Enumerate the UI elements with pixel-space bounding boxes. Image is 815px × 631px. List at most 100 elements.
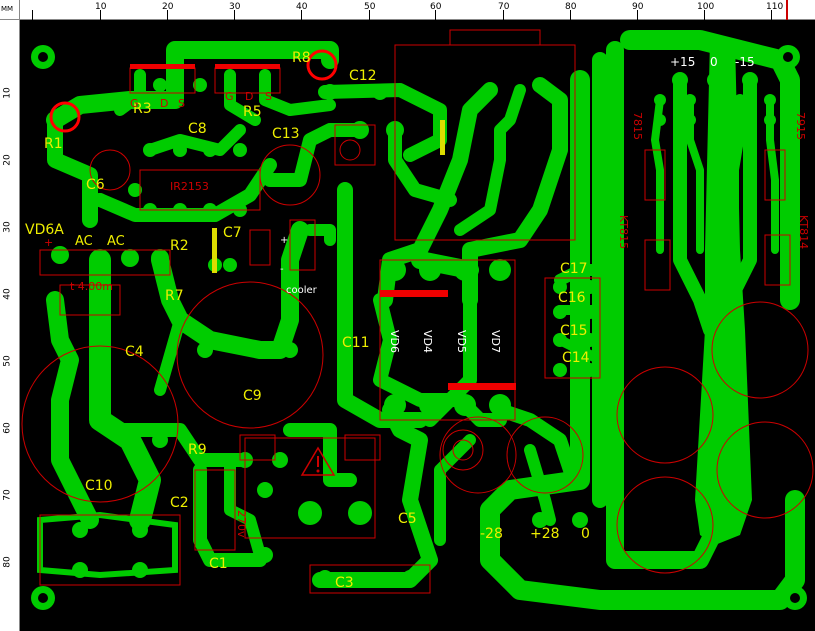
ruler-label-50: 50 <box>364 2 376 12</box>
ruler-label-20: 20 <box>162 2 174 12</box>
label-minus15: -15 <box>735 55 755 69</box>
label-cooler: cooler <box>286 285 318 296</box>
label-G2: G <box>225 90 234 103</box>
label-270v: 270v <box>235 510 248 538</box>
ruler-label-v70: 70 <box>2 489 13 501</box>
ruler-tick <box>234 10 235 20</box>
label-VD7: VD7 <box>489 330 502 353</box>
label-R1: R1 <box>44 136 63 152</box>
label-zero-bottom: 0 <box>581 526 590 542</box>
ruler-cursor-marker <box>786 0 788 20</box>
ruler-tick <box>32 10 33 20</box>
label-C14: C14 <box>562 350 590 366</box>
label-C3: C3 <box>335 575 354 591</box>
ruler-tick <box>100 10 101 20</box>
label-R3: R3 <box>133 101 152 117</box>
label-C16: C16 <box>558 290 586 306</box>
label-S1: S <box>178 97 185 110</box>
label-minus28: -28 <box>480 526 503 542</box>
ruler-label-90: 90 <box>632 2 644 12</box>
ruler-tick <box>570 10 571 20</box>
label-fuse: t 4.00m <box>70 280 113 293</box>
ruler-label-v20: 20 <box>2 154 13 166</box>
ruler-tick <box>369 10 370 20</box>
label-C5: C5 <box>398 511 417 527</box>
label-C12: C12 <box>349 68 377 84</box>
label-C9: C9 <box>243 388 262 404</box>
ruler-label-v80: 80 <box>2 556 13 568</box>
label-C8: C8 <box>188 121 207 137</box>
label-cooler-plus: + <box>280 235 288 246</box>
mounting-holes <box>31 45 807 610</box>
ruler-label-110: 110 <box>766 2 784 12</box>
label-VD4: VD4 <box>421 330 434 353</box>
label-C15: C15 <box>560 323 588 339</box>
copper-traces <box>46 30 805 610</box>
label-KT814: KT814 <box>797 215 810 249</box>
label-C11: C11 <box>342 335 370 351</box>
left-ruler: 10 20 30 40 50 60 70 80 <box>0 20 20 631</box>
highlight-markers <box>130 64 516 390</box>
label-7815: 7815 <box>631 112 644 140</box>
label-C1: C1 <box>209 556 228 572</box>
label-zero-top: 0 <box>710 55 718 69</box>
label-R7: R7 <box>165 288 184 304</box>
label-S2: S <box>265 90 272 103</box>
label-VD6: VD6 <box>388 330 401 353</box>
ruler-corner: MM <box>0 0 20 20</box>
label-R8: R8 <box>292 50 311 66</box>
label-G1: G <box>130 97 139 110</box>
ruler-tick <box>503 10 504 20</box>
ruler-tick <box>301 10 302 20</box>
ruler-label-v10: 10 <box>2 87 13 99</box>
label-C6: C6 <box>86 177 105 193</box>
label-plus28: +28 <box>530 526 560 542</box>
label-D2: D <box>245 90 253 103</box>
label-C10: C10 <box>85 478 113 494</box>
ground-pour-bottom <box>37 511 178 579</box>
label-C7: C7 <box>223 225 242 241</box>
ruler-label-30: 30 <box>229 2 241 12</box>
ruler-tick <box>771 10 772 20</box>
label-R5: R5 <box>243 104 262 120</box>
label-VD6A: VD6A <box>25 222 64 238</box>
ruler-label-v50: 50 <box>2 355 13 367</box>
label-AC-2: AC <box>107 234 125 249</box>
label-C13: C13 <box>272 126 300 142</box>
warning-triangle-icon <box>300 446 336 476</box>
label-C4: C4 <box>125 344 144 360</box>
ruler-tick <box>704 10 705 20</box>
ruler-label-10: 10 <box>95 2 107 12</box>
ruler-label-100: 100 <box>697 2 715 12</box>
label-R9: R9 <box>188 442 207 458</box>
ruler-label-70: 70 <box>498 2 510 12</box>
ruler-unit-label: MM <box>1 5 14 13</box>
label-KT815: KT815 <box>617 215 630 249</box>
ruler-label-v60: 60 <box>2 422 13 434</box>
label-plus-sign: + <box>44 236 53 249</box>
toroid-ring-icon <box>442 429 484 471</box>
label-D1: D <box>160 97 168 110</box>
label-plus15: +15 <box>670 55 695 69</box>
label-C2: C2 <box>170 495 189 511</box>
ruler-label-60: 60 <box>430 2 442 12</box>
ruler-label-80: 80 <box>565 2 577 12</box>
ruler-label-v40: 40 <box>2 288 13 300</box>
label-R2: R2 <box>170 238 189 254</box>
label-AC-1: AC <box>75 234 93 249</box>
pads <box>51 72 776 586</box>
pcb-canvas[interactable]: R8 C12 R3 R5 R1 C8 C13 C6 VD6A R2 C7 R7 … <box>20 20 815 631</box>
ruler-tick <box>637 10 638 20</box>
label-cooler-minus: - <box>280 264 284 275</box>
top-ruler: 10 20 30 40 50 60 70 80 90 100 110 <box>20 0 815 20</box>
ruler-label-v30: 30 <box>2 221 13 233</box>
label-IR2153: IR2153 <box>170 180 209 193</box>
label-C17: C17 <box>560 261 588 277</box>
ground-pour-right <box>695 40 752 545</box>
ruler-tick <box>435 10 436 20</box>
ruler-label-40: 40 <box>296 2 308 12</box>
label-VD5: VD5 <box>455 330 468 353</box>
ruler-tick <box>167 10 168 20</box>
component-outlines <box>21 29 814 594</box>
label-7915: 7915 <box>794 112 807 140</box>
